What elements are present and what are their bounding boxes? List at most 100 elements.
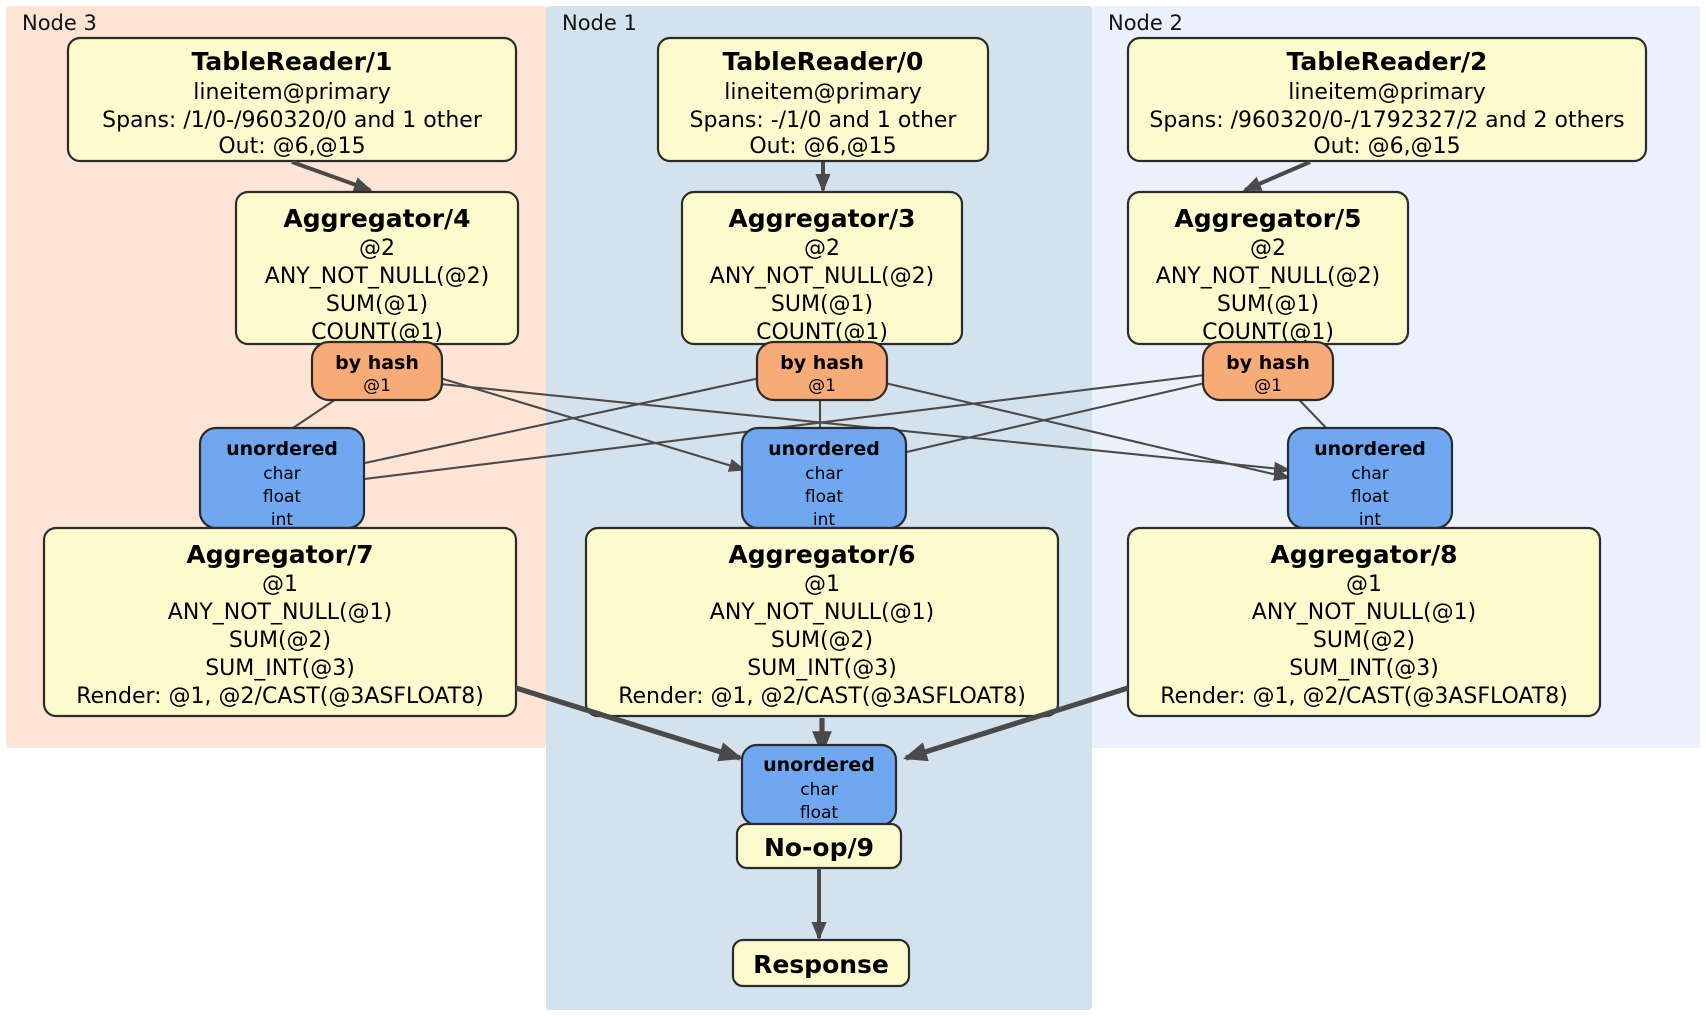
aggregator-8-line-1: ANY_NOT_NULL(@1): [1252, 600, 1476, 625]
node-aggregator-7[interactable]: Aggregator/7 @1 ANY_NOT_NULL(@1) SUM(@2)…: [42, 526, 518, 718]
tablereader-1-box[interactable]: [66, 36, 518, 163]
aggregator-6-box[interactable]: [584, 526, 1060, 718]
aggregator-5-line-3: COUNT(@1): [1202, 320, 1334, 345]
tablereader-0-line-1: Spans: -/1/0 and 1 other: [690, 108, 958, 133]
aggregator-8-title: Aggregator/8: [1270, 540, 1457, 569]
tablereader-0-line-0: lineitem@primary: [724, 80, 922, 105]
unordered-final-line-1: float: [800, 803, 839, 823]
byhash-left-title: by hash: [335, 352, 419, 374]
aggregator-5-line-2: SUM(@1): [1217, 292, 1319, 317]
unordered-mid-title: unordered: [768, 438, 880, 460]
unordered-left-line-1: float: [263, 487, 302, 507]
node-aggregator-6[interactable]: Aggregator/6 @1 ANY_NOT_NULL(@1) SUM(@2)…: [584, 526, 1060, 718]
node-tablereader-0[interactable]: TableReader/0 lineitem@primary Spans: -/…: [656, 36, 990, 163]
aggregator-6-line-1: ANY_NOT_NULL(@1): [710, 600, 934, 625]
aggregator-7-box[interactable]: [42, 526, 518, 718]
aggregator-3-line-0: @2: [804, 236, 840, 261]
noop-9-title: No-op/9: [764, 833, 874, 862]
node-response[interactable]: Response: [731, 938, 911, 988]
node-aggregator-5[interactable]: Aggregator/5 @2 ANY_NOT_NULL(@2) SUM(@1)…: [1126, 190, 1410, 346]
aggregator-8-box[interactable]: [1126, 526, 1602, 718]
aggregator-5-line-0: @2: [1250, 236, 1286, 261]
node-unordered-left[interactable]: unordered char float int: [198, 426, 366, 530]
tablereader-2-box[interactable]: [1126, 36, 1648, 163]
aggregator-6-line-2: SUM(@2): [771, 628, 873, 653]
aggregator-4-line-1: ANY_NOT_NULL(@2): [265, 264, 489, 289]
unordered-mid-line-1: float: [805, 487, 844, 507]
unordered-right-line-2: int: [1359, 510, 1381, 530]
edge-hash-mid-to-unordered-right: [884, 381, 1291, 481]
tablereader-1-line-2: Out: @6,@15: [218, 134, 365, 159]
aggregator-6-line-0: @1: [804, 572, 840, 597]
edge-hash-mid-to-unordered-left: [294, 376, 761, 482]
node-noop-9[interactable]: No-op/9: [735, 822, 903, 870]
aggregator-3-title: Aggregator/3: [728, 204, 915, 233]
node-aggregator-8[interactable]: Aggregator/8 @1 ANY_NOT_NULL(@1) SUM(@2)…: [1126, 526, 1602, 718]
aggregator-6-line-4: Render: @1, @2/CAST(@3ASFLOAT8): [618, 684, 1026, 709]
node-tablereader-2[interactable]: TableReader/2 lineitem@primary Spans: /9…: [1126, 36, 1648, 163]
tablereader-0-line-2: Out: @6,@15: [749, 134, 896, 159]
aggregator-7-line-4: Render: @1, @2/CAST(@3ASFLOAT8): [76, 684, 484, 709]
edge-aggregator8-to-final-unordered: [903, 685, 1129, 762]
byhash-mid-line-0: @1: [808, 376, 836, 396]
byhash-left-line-0: @1: [363, 376, 391, 396]
aggregator-4-line-3: COUNT(@1): [311, 320, 443, 345]
node-byhash-mid[interactable]: by hash @1: [755, 340, 889, 402]
tablereader-0-box[interactable]: [656, 36, 990, 163]
node-aggregator-4[interactable]: Aggregator/4 @2 ANY_NOT_NULL(@2) SUM(@1)…: [234, 190, 520, 346]
edge-tablereader2-to-aggregator5: [1242, 160, 1311, 192]
node-aggregator-3[interactable]: Aggregator/3 @2 ANY_NOT_NULL(@2) SUM(@1)…: [680, 190, 964, 346]
node-unordered-right[interactable]: unordered char float int: [1286, 426, 1454, 530]
edge-tablereader1-to-aggregator4: [291, 160, 373, 192]
unordered-final-title: unordered: [763, 754, 875, 776]
aggregator-8-line-4: Render: @1, @2/CAST(@3ASFLOAT8): [1160, 684, 1568, 709]
aggregator-4-line-2: SUM(@1): [326, 292, 428, 317]
aggregator-3-line-2: SUM(@1): [771, 292, 873, 317]
aggregator-7-line-1: ANY_NOT_NULL(@1): [168, 600, 392, 625]
unordered-right-line-0: char: [1351, 464, 1389, 484]
byhash-mid-title: by hash: [780, 352, 864, 374]
node-tablereader-1[interactable]: TableReader/1 lineitem@primary Spans: /1…: [66, 36, 518, 163]
response-title: Response: [753, 950, 889, 979]
aggregator-4-title: Aggregator/4: [283, 204, 470, 233]
aggregator-7-title: Aggregator/7: [186, 540, 373, 569]
node-unordered-final[interactable]: unordered char float: [740, 743, 898, 827]
tablereader-0-title: TableReader/0: [723, 47, 924, 76]
tablereader-2-line-0: lineitem@primary: [1288, 80, 1486, 105]
node-byhash-left[interactable]: by hash @1: [310, 340, 444, 402]
byhash-right-title: by hash: [1226, 352, 1310, 374]
unordered-left-line-0: char: [263, 464, 301, 484]
panel-node2-label: Node 2: [1108, 11, 1183, 35]
tablereader-2-title: TableReader/2: [1287, 47, 1488, 76]
byhash-mid-box[interactable]: [755, 340, 889, 402]
tablereader-1-line-0: lineitem@primary: [193, 80, 391, 105]
unordered-final-line-0: char: [800, 780, 838, 800]
aggregator-3-line-1: ANY_NOT_NULL(@2): [710, 264, 934, 289]
aggregator-7-line-0: @1: [262, 572, 298, 597]
response-box[interactable]: [731, 938, 911, 988]
node-byhash-right[interactable]: by hash @1: [1201, 340, 1335, 402]
aggregator-8-line-2: SUM(@2): [1313, 628, 1415, 653]
tablereader-1-line-1: Spans: /1/0-/960320/0 and 1 other: [102, 108, 483, 133]
unordered-right-title: unordered: [1314, 438, 1426, 460]
tablereader-2-line-1: Spans: /960320/0-/1792327/2 and 2 others: [1149, 108, 1624, 133]
byhash-right-line-0: @1: [1254, 376, 1282, 396]
node-unordered-mid[interactable]: unordered char float int: [740, 426, 908, 530]
panel-node3-label: Node 3: [22, 11, 97, 35]
aggregator-8-line-3: SUM_INT(@3): [1289, 656, 1439, 681]
unordered-left-title: unordered: [226, 438, 338, 460]
unordered-mid-line-2: int: [813, 510, 835, 530]
aggregator-5-line-1: ANY_NOT_NULL(@2): [1156, 264, 1380, 289]
unordered-mid-line-0: char: [805, 464, 843, 484]
byhash-right-box[interactable]: [1201, 340, 1335, 402]
unordered-right-line-1: float: [1351, 487, 1390, 507]
aggregator-3-line-3: COUNT(@1): [756, 320, 888, 345]
tablereader-2-line-2: Out: @6,@15: [1313, 134, 1460, 159]
aggregator-7-line-2: SUM(@2): [229, 628, 331, 653]
tablereader-1-title: TableReader/1: [192, 47, 393, 76]
aggregator-5-title: Aggregator/5: [1174, 204, 1361, 233]
byhash-left-box[interactable]: [310, 340, 444, 402]
edge-aggregator7-to-final-unordered: [515, 685, 743, 762]
aggregator-6-line-3: SUM_INT(@3): [747, 656, 897, 681]
